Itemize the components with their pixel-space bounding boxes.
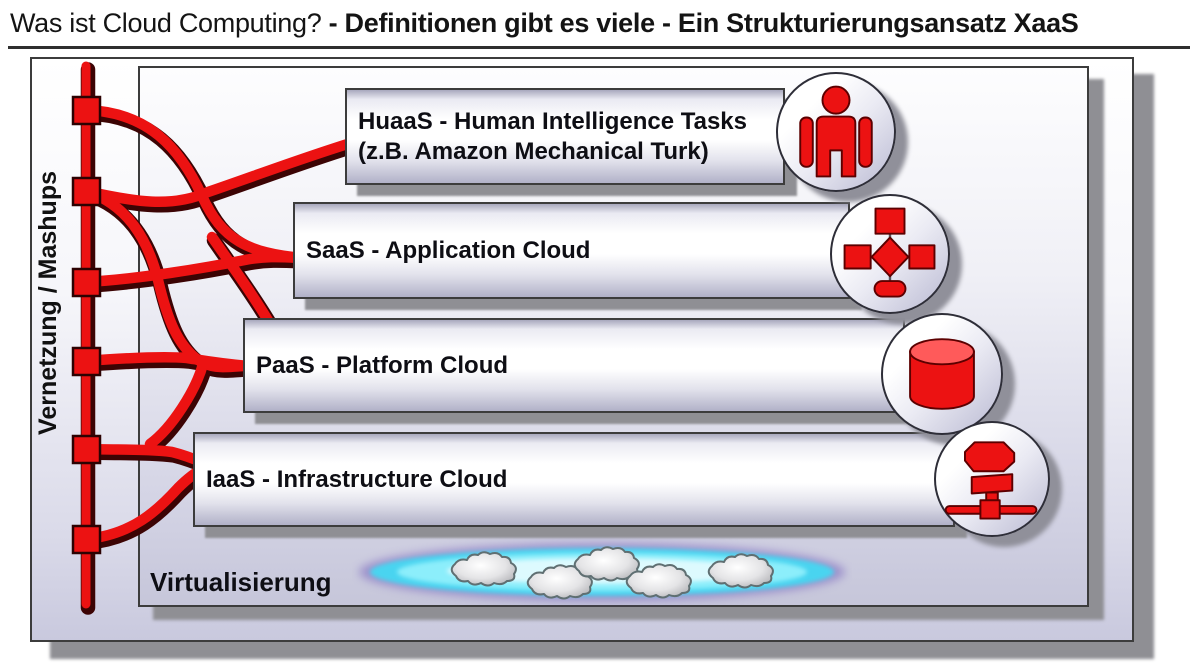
layer-sublabel: (z.B. Amazon Mechanical Turk) xyxy=(358,137,709,165)
layer-label: SaaS - Application Cloud xyxy=(306,236,591,264)
cloud-blob xyxy=(359,543,845,601)
flowchart-icon xyxy=(843,207,936,298)
bus-line xyxy=(80,61,360,609)
page-title: Was ist Cloud Computing? - Definitionen … xyxy=(8,4,1190,49)
layer-bar-saas: SaaS - Application Cloud xyxy=(293,202,850,299)
person-icon xyxy=(799,85,873,178)
layer-label: IaaS - Infrastructure Cloud xyxy=(206,465,508,493)
layer-label: PaaS - Platform Cloud xyxy=(256,351,509,379)
side-label-text: Vernetzung / Mashups xyxy=(33,170,62,435)
title-normal-part: Was ist Cloud Computing? xyxy=(10,8,329,38)
bus-node-icon xyxy=(71,95,102,555)
database-cylinder-icon xyxy=(909,338,975,410)
layer-label: HuaaS - Human Intelligence Tasks xyxy=(358,108,748,136)
layer-bar-paas: PaaS - Platform Cloud xyxy=(243,318,905,413)
vernetzung-mashups-label: Vernetzung / Mashups xyxy=(27,95,69,510)
iaas-icon-circle xyxy=(934,421,1050,537)
network-computer-icon xyxy=(944,441,1038,520)
huaas-icon-circle xyxy=(776,72,896,192)
saas-icon-circle xyxy=(830,194,950,314)
layer-bar-iaas: IaaS - Infrastructure Cloud xyxy=(193,432,955,527)
paas-icon-circle xyxy=(881,313,1003,435)
virtualisierung-label: Virtualisierung xyxy=(150,567,332,597)
layer-bar-huaas: HuaaS - Human Intelligence Tasks (z.B. A… xyxy=(345,88,785,185)
title-bold-part: - Definitionen gibt es viele - Ein Struk… xyxy=(328,8,1079,38)
